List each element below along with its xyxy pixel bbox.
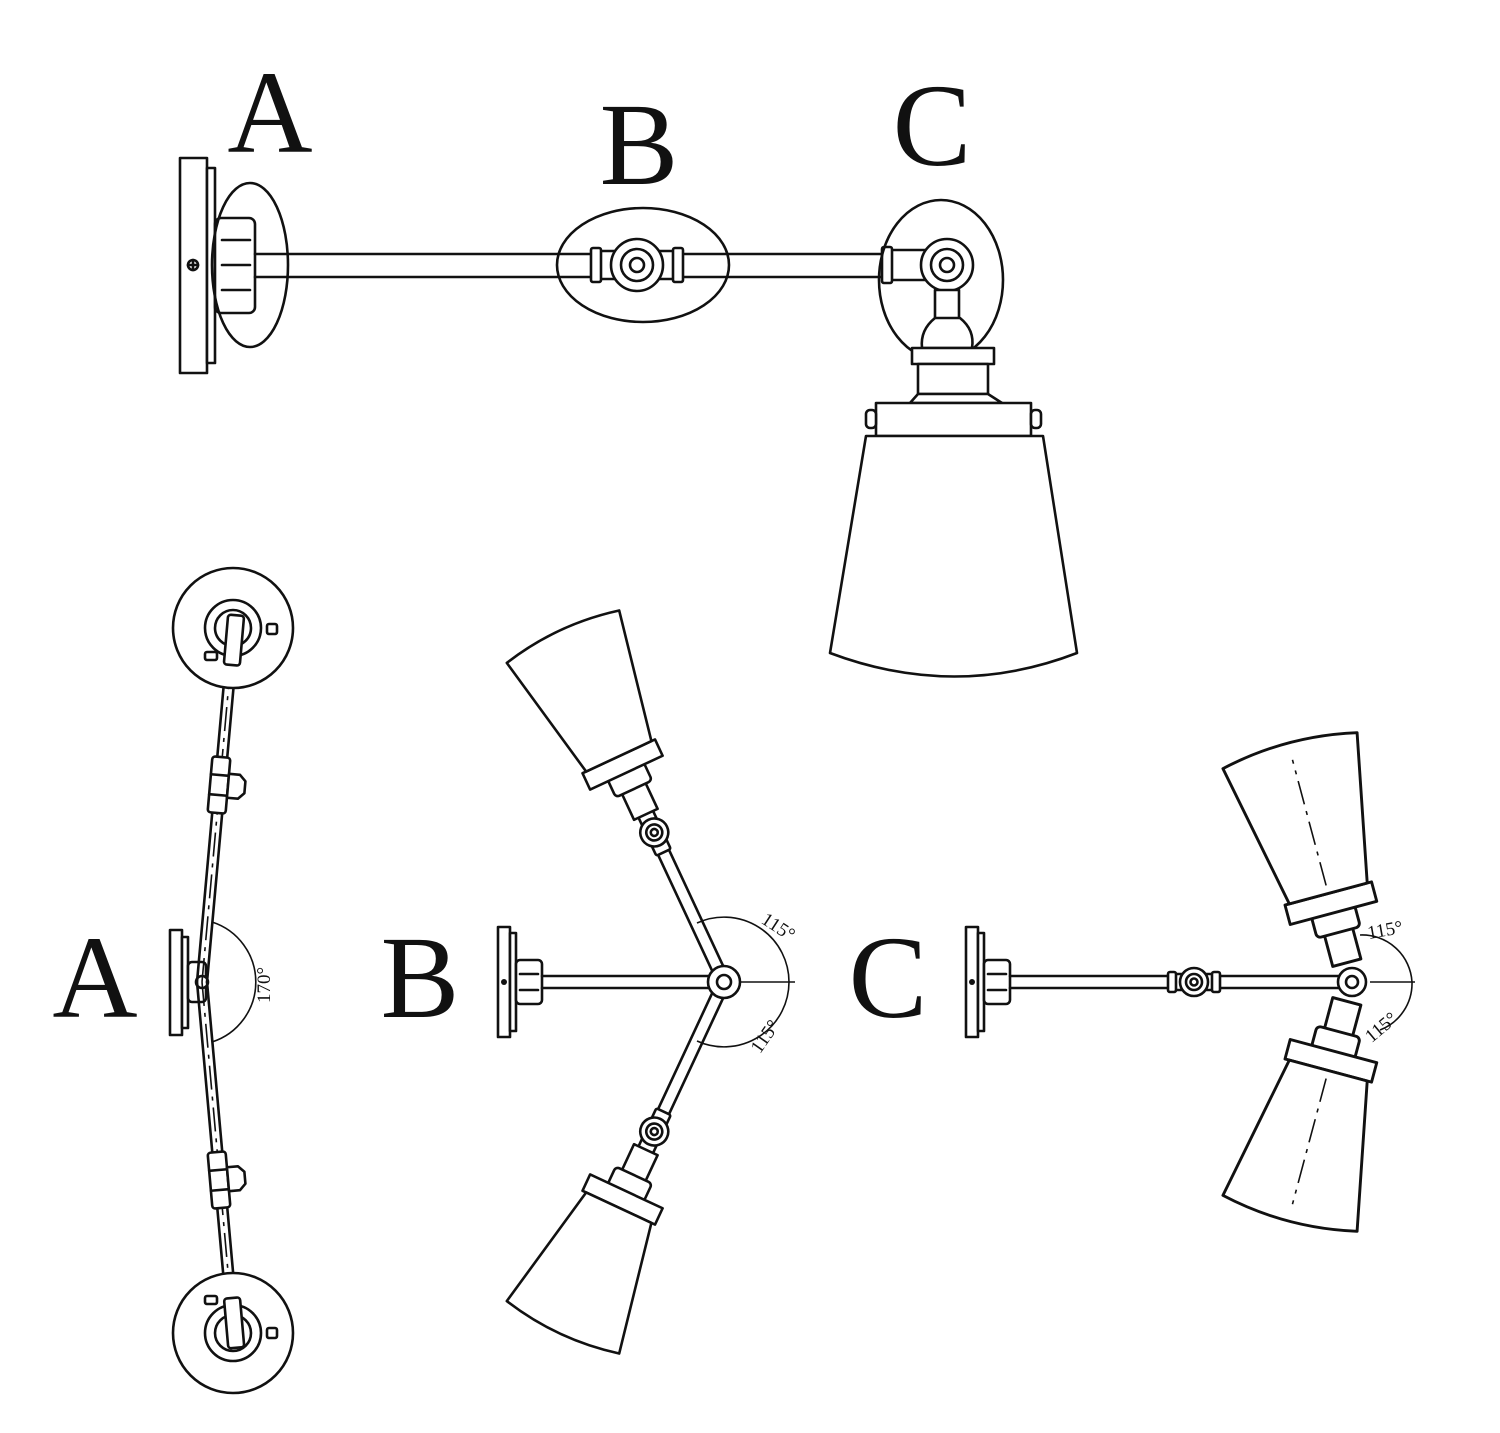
angle-b-upper: 115° xyxy=(757,909,798,946)
plan-label-b: B xyxy=(381,912,460,1043)
highlight-a xyxy=(210,181,290,349)
angle-a: 170° xyxy=(254,967,275,1003)
plan-view-c: 115° 115° C xyxy=(849,723,1416,1241)
plan-view-b: 115° 115° B xyxy=(381,602,799,1362)
label-a: A xyxy=(227,47,312,178)
label-c: C xyxy=(893,60,972,191)
plan-view-a: 170° A xyxy=(52,566,295,1395)
glass-shade xyxy=(828,434,1079,678)
angle-b-lower: 115° xyxy=(747,1016,785,1057)
angle-c-lower: 115° xyxy=(1361,1008,1402,1047)
side-view: A B C xyxy=(178,47,1079,678)
wall-plate xyxy=(178,156,257,375)
lamp-head xyxy=(828,316,1079,678)
plan-label-c: C xyxy=(849,912,928,1043)
angle-c-upper: 115° xyxy=(1366,917,1405,944)
swivel-joint-c xyxy=(880,237,975,322)
plan-label-a: A xyxy=(52,912,137,1043)
swivel-joint-b xyxy=(589,237,685,293)
label-b: B xyxy=(600,79,679,210)
highlight-b xyxy=(555,206,731,324)
